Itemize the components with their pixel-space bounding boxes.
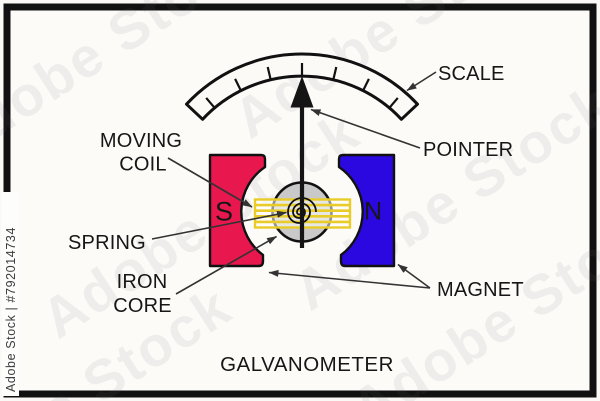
label-scale: SCALE [438,63,505,85]
watermark-sidebar-text: Adobe Stock | #792014734 [4,227,18,392]
leader-magnet-left [268,269,431,289]
scale-tick [362,78,370,92]
diagram-title: GALVANOMETER [220,353,394,376]
magnet-north [337,153,396,268]
pointer-needle [290,76,314,248]
scale-tick [205,97,216,109]
leader-lines [151,71,437,295]
label-spring: SPRING [68,232,146,254]
scale-ticks [205,63,399,109]
leader-pointer [310,108,421,149]
label-iron-core-line2: CORE [113,295,172,317]
pole-s-label: S [215,197,233,227]
label-moving-coil-line1: MOVING [100,130,182,152]
watermark-sidebar-bg [1,192,19,396]
watermark-sidebar: Adobe Stock | #792014734 [1,192,19,396]
pointer-arrowhead [290,76,314,108]
leader-moving-coil [167,157,253,208]
scale-tick [388,97,399,109]
leader-scale [406,71,437,92]
label-pointer: POINTER [423,139,513,161]
pole-n-label: N [364,198,382,226]
leader-spring [151,210,287,240]
scale-tick [266,66,272,80]
scale-tick [234,78,242,92]
leader-iron-core [175,235,277,295]
label-moving-coil-line2: COIL [119,154,166,176]
label-magnet: MAGNET [437,279,524,301]
pointer-shaft [299,101,305,248]
magnet-south [208,153,267,268]
leader-magnet-right [397,263,431,289]
scale-tick [332,66,338,80]
scale-arc [185,52,419,121]
label-iron-core-line1: IRON [117,271,168,293]
